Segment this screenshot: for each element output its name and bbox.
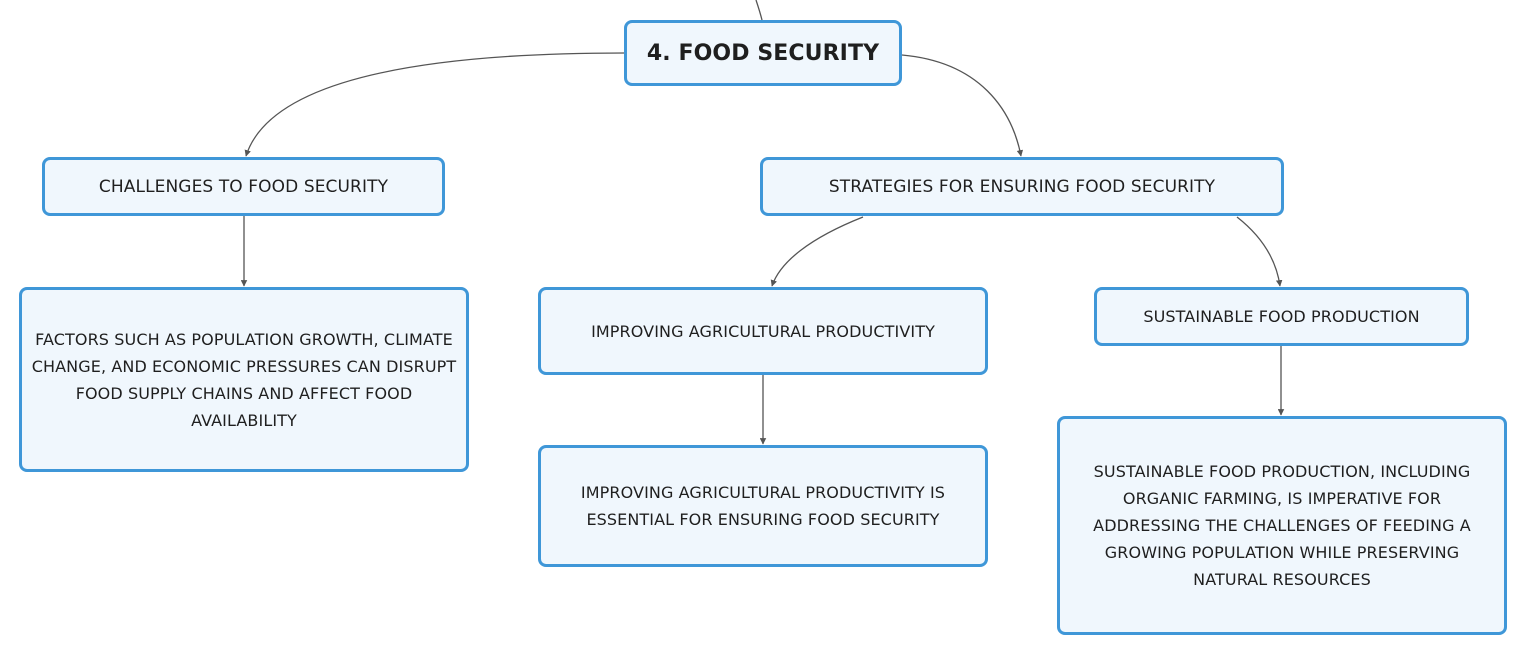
node-sustainable-production[interactable]: SUSTAINABLE FOOD PRODUCTION — [1094, 287, 1469, 346]
node-improving-description-label: IMPROVING AGRICULTURAL PRODUCTIVITY IS E… — [580, 483, 946, 529]
connector-strategies-to-sustainable — [1236, 216, 1283, 287]
connector-root-to-challenges — [244, 52, 625, 157]
connector-root-to-strategies — [901, 54, 1024, 157]
node-sustainable-description[interactable]: SUSTAINABLE FOOD PRODUCTION, INCLUDING O… — [1057, 416, 1507, 635]
connector-parent-to-root — [755, 0, 763, 21]
node-food-security-label: 4. FOOD SECURITY — [646, 40, 880, 66]
node-sustainable-production-label: SUSTAINABLE FOOD PRODUCTION — [1143, 307, 1420, 326]
node-improving-description[interactable]: IMPROVING AGRICULTURAL PRODUCTIVITY IS E… — [538, 445, 988, 567]
connector-strategies-to-improving — [770, 216, 864, 287]
node-challenges[interactable]: CHALLENGES TO FOOD SECURITY — [42, 157, 445, 216]
node-factors[interactable]: FACTORS SUCH AS POPULATION GROWTH, CLIMA… — [19, 287, 469, 472]
node-sustainable-description-label: SUSTAINABLE FOOD PRODUCTION, INCLUDING O… — [1093, 462, 1471, 589]
node-factors-label: FACTORS SUCH AS POPULATION GROWTH, CLIMA… — [31, 329, 457, 430]
node-strategies[interactable]: STRATEGIES FOR ENSURING FOOD SECURITY — [760, 157, 1284, 216]
node-challenges-label: CHALLENGES TO FOOD SECURITY — [98, 176, 389, 197]
node-food-security[interactable]: 4. FOOD SECURITY — [624, 20, 902, 86]
node-improving-productivity[interactable]: IMPROVING AGRICULTURAL PRODUCTIVITY — [538, 287, 988, 375]
node-strategies-label: STRATEGIES FOR ENSURING FOOD SECURITY — [828, 176, 1216, 197]
node-improving-productivity-label: IMPROVING AGRICULTURAL PRODUCTIVITY — [591, 321, 935, 341]
